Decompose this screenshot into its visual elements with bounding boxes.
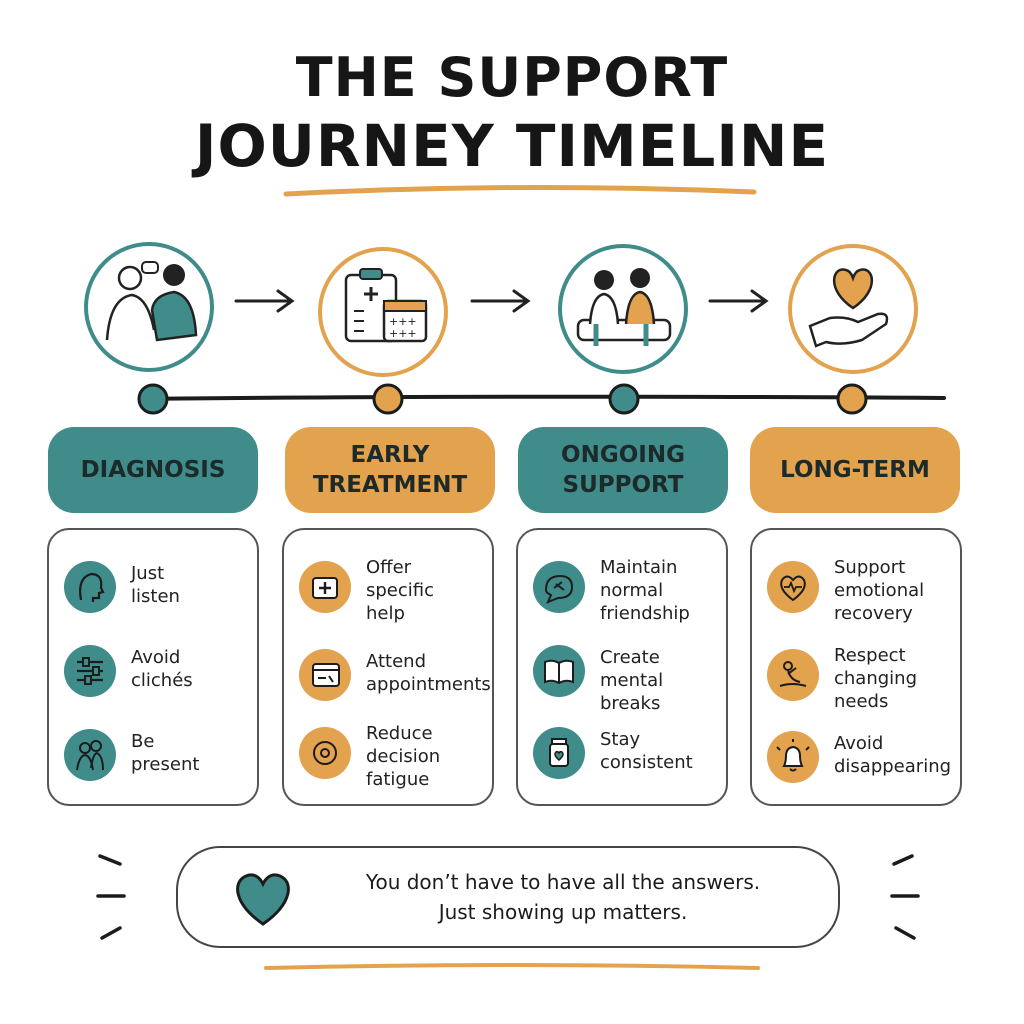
stage-card-early-treatment: Offer specific help Attend appointments … <box>282 528 494 806</box>
decorative-dashes-right <box>890 854 920 940</box>
jar-heart-icon <box>532 726 586 780</box>
timeline-node-diagnosis <box>137 383 169 415</box>
illustration-early-treatment: +++ +++ <box>316 245 451 380</box>
listening-head-icon <box>63 560 117 614</box>
title-line-2: JOURNEY TIMELINE <box>194 112 830 180</box>
list-item: Avoid clichés <box>63 644 253 724</box>
companion-icon <box>63 728 117 782</box>
stretching-person-icon <box>766 648 820 702</box>
illustration-long-term <box>786 242 921 377</box>
list-item: Stay consistent <box>532 726 722 806</box>
list-item: Respect changing needs <box>766 645 956 728</box>
message-box: You don’t have to have all the answers. … <box>176 846 840 948</box>
stage-label-diagnosis: DIAGNOSIS <box>48 427 258 513</box>
bell-icon <box>766 730 820 784</box>
list-item: Attend appointments <box>298 648 491 728</box>
friends-on-couch-icon <box>558 244 688 374</box>
bottom-underline <box>264 963 760 970</box>
sliders-icon <box>63 644 117 698</box>
stage-card-long-term: Support emotional recovery Respect chang… <box>750 528 962 806</box>
chat-heart-icon <box>532 560 586 614</box>
svg-text:+++: +++ <box>389 327 417 340</box>
arrow-right-icon <box>470 289 531 313</box>
timeline-node-long-term <box>836 383 868 415</box>
clipboard-calendar-icon: +++ +++ <box>318 247 448 377</box>
title-underline <box>283 184 757 197</box>
list-item: Just listen <box>63 560 253 640</box>
illustration-diagnosis <box>82 240 217 375</box>
timeline-node-early-treatment <box>372 383 404 415</box>
hand-holding-heart-icon <box>788 244 918 374</box>
list-item: Create mental breaks <box>532 644 722 724</box>
stage-label-long-term: LONG-TERM <box>750 427 960 513</box>
arrow-right-icon <box>708 289 769 313</box>
list-item: Reduce decision fatigue <box>298 723 488 806</box>
heartbeat-icon <box>766 560 820 614</box>
svg-text:+++: +++ <box>389 315 417 328</box>
book-icon <box>532 644 586 698</box>
stage-label-ongoing-support: ONGOING SUPPORT <box>518 427 728 513</box>
stage-card-diagnosis: Just listen Avoid clichés Be present <box>47 528 259 806</box>
heart-icon <box>236 873 290 926</box>
medical-kit-icon <box>298 560 352 614</box>
illustration-ongoing-support <box>556 242 691 377</box>
list-item: Avoid disappearing <box>766 730 956 810</box>
list-item: Offer specific help <box>298 557 488 640</box>
list-item: Maintain normal friendship <box>532 557 722 640</box>
timeline <box>137 383 946 415</box>
timeline-node-ongoing-support <box>608 383 640 415</box>
two-people-talking-icon <box>84 242 214 372</box>
decorative-dashes-left <box>96 854 126 940</box>
list-item: Support emotional recovery <box>766 557 956 640</box>
message-line-2: Just showing up matters. <box>438 900 688 924</box>
message-line-1: You don’t have to have all the answers. <box>365 870 761 894</box>
arrow-right-icon <box>234 289 295 313</box>
brain-calm-icon <box>298 726 352 780</box>
stage-label-early-treatment: EARLY TREATMENT <box>285 427 495 513</box>
list-item: Be present <box>63 728 253 808</box>
stage-card-ongoing-support: Maintain normal friendship Create mental… <box>516 528 728 806</box>
calendar-note-icon <box>298 648 352 702</box>
title-line-1: THE SUPPORT <box>295 46 729 109</box>
